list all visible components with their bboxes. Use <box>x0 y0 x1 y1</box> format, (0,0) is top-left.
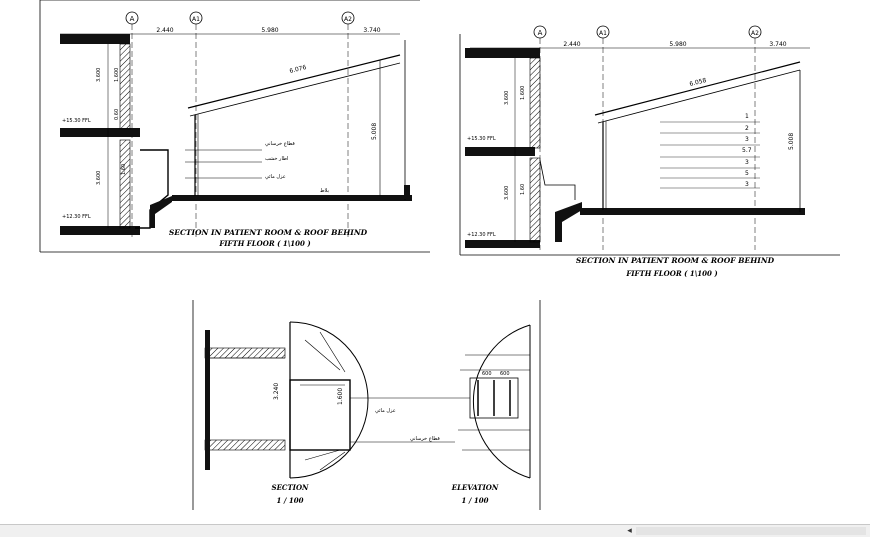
dimension-text: 3.600 <box>504 186 510 200</box>
wall <box>529 157 541 243</box>
floor-slab <box>465 240 540 248</box>
dimension-text: 3.740 <box>769 41 786 48</box>
layer-number: 5 <box>745 170 749 177</box>
scroll-left-arrow-icon[interactable]: ◂ <box>627 526 632 536</box>
dimension-text: 3.240 <box>273 383 280 400</box>
level-marker: +12.30 FFL <box>467 232 496 238</box>
grid-label: A2 <box>344 16 352 23</box>
drawing-subtitle: FIFTH FLOOR ( 1\100 ) <box>625 269 717 278</box>
leader-note: عزل مائي <box>375 408 396 414</box>
dimension-text: 3.740 <box>363 27 380 34</box>
leader-note: عزل مائي <box>265 174 286 180</box>
floor-slab <box>60 128 140 137</box>
leader-note: قطاع خرساني <box>410 436 440 442</box>
dimension-text: 1.60 <box>121 164 127 175</box>
roof-slab <box>465 48 540 58</box>
ground-slab <box>172 195 412 201</box>
layer-number: 5.7 <box>742 147 752 154</box>
horizontal-scrollbar[interactable] <box>636 527 866 535</box>
dimension-text: 6.076 <box>289 64 308 75</box>
layer-number: 3 <box>745 159 749 166</box>
drawing-title: SECTION IN PATIENT ROOM & ROOF BEHIND <box>169 228 368 237</box>
grid-label: A <box>538 29 543 37</box>
dimension-text: 1.60 <box>520 184 526 195</box>
floor-slab <box>60 226 140 235</box>
dimension-text: 5.008 <box>371 123 378 140</box>
dimension-text: 2.440 <box>156 27 173 34</box>
layer-legend: 1 2 3 5.7 3 5 3 <box>660 113 760 189</box>
wall <box>119 43 131 130</box>
leader-note: قطاع خرساني <box>265 141 295 147</box>
roof-slab <box>60 34 130 44</box>
grid-label: A1 <box>599 30 607 37</box>
level-marker: +15.30 FFL <box>62 118 91 124</box>
dimension-text: 5.980 <box>261 27 278 34</box>
grid-label: A1 <box>192 16 200 23</box>
cad-drawing-canvas[interactable]: A A1 A2 2.440 5.980 3.740 6.076 <box>0 0 870 524</box>
dimension-text: 5.980 <box>669 41 686 48</box>
layer-number: 3 <box>745 136 749 143</box>
detail-scale: 1 / 100 <box>277 496 304 505</box>
dimension-text: 1.600 <box>520 86 526 100</box>
wall <box>119 139 131 229</box>
drawing-title: SECTION IN PATIENT ROOM & ROOF BEHIND <box>576 256 775 265</box>
dimension-text: 600 <box>500 371 510 377</box>
wall <box>529 57 541 149</box>
dimension-text: 5.008 <box>788 133 795 150</box>
dimension-text: 2.440 <box>563 41 580 48</box>
dimension-text: 0.60 <box>114 109 120 120</box>
ground-slab <box>580 208 805 215</box>
sloped-roof <box>187 54 401 109</box>
bottom-status-bar: ◂ <box>0 524 870 537</box>
leader-note: بلاط <box>320 188 329 194</box>
drawing-detail-section-elevation: 3.240 1.600 600 600 عزل مائي قطاع خرساني… <box>192 300 541 510</box>
drawing-section-2: A A1 A2 2.440 5.980 3.740 6.058 <box>459 25 840 278</box>
sloped-roof <box>594 61 801 116</box>
drawing-subtitle: FIFTH FLOOR ( 1\100 ) <box>218 239 310 248</box>
floor-slab <box>465 147 535 156</box>
leader-note: اطار خشب <box>265 156 288 162</box>
dimension-text: 3.600 <box>504 91 510 105</box>
detail-scale: 1 / 100 <box>462 496 489 505</box>
dimension-text: 3.600 <box>96 68 102 82</box>
dimension-text: 1.600 <box>114 68 120 82</box>
detail-title: ELEVATION <box>451 483 499 492</box>
drawing-section-1: A A1 A2 2.440 5.980 3.740 6.076 <box>39 0 430 253</box>
grid-label: A <box>130 15 135 23</box>
layer-number: 3 <box>745 181 749 188</box>
detail-title: SECTION <box>272 483 310 492</box>
dimension-text: 1.600 <box>337 388 344 405</box>
layer-number: 2 <box>745 125 749 132</box>
level-marker: +15.30 FFL <box>467 136 496 142</box>
dimension-text: 3.600 <box>96 171 102 185</box>
level-marker: +12.30 FFL <box>62 214 91 220</box>
layer-number: 1 <box>745 113 749 120</box>
dimension-text: 600 <box>482 371 492 377</box>
dimension-text: 6.058 <box>689 77 708 88</box>
grid-label: A2 <box>751 30 759 37</box>
